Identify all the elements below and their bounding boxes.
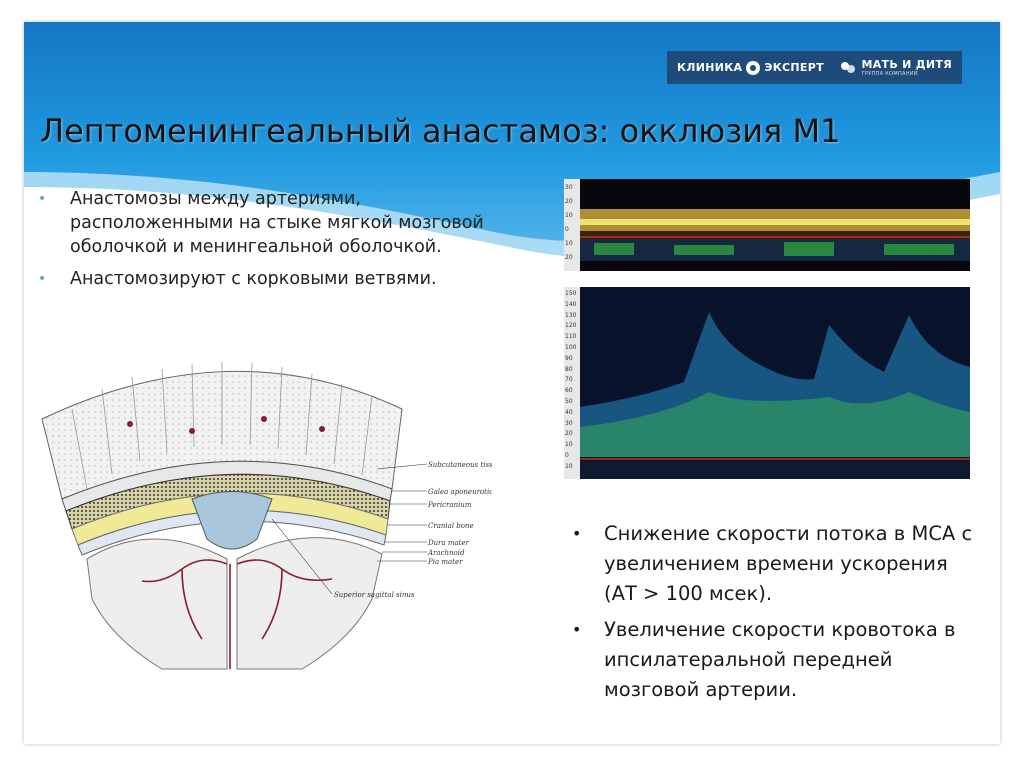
scale-label: 10: [565, 462, 573, 470]
heart-icon: [840, 61, 855, 73]
logo-mark-icon: [746, 60, 761, 75]
diagram-label: Pericranium: [427, 501, 472, 509]
list-item: • Анастомозируют с корковыми ветвями.: [38, 267, 528, 291]
diagram-label: Superior sagittal sinus: [334, 591, 415, 599]
slide: КЛИНИКА ЭКСПЕРТ МАТЬ И ДИТЯ ГРУППА КОМПА…: [24, 22, 1000, 744]
diagram-label: Galea aponeurotica: [428, 488, 492, 496]
bullet-text: Увеличение скорости кровотока в ипсилате…: [604, 618, 956, 701]
doppler-spectrum-bottom: 150 140 130 120 110 100 90 80 70 60 50 4…: [564, 287, 970, 479]
scale-label: 30: [565, 184, 573, 191]
scale-label: 50: [565, 397, 573, 405]
scale-label: 140: [565, 300, 577, 308]
logo-left-text-2: ЭКСПЕРТ: [764, 61, 824, 74]
bullet-icon: •: [38, 191, 47, 207]
list-item: • Снижение скорости потока в МСА с увели…: [564, 519, 984, 609]
scale-label: 20: [565, 254, 573, 261]
doppler-bottom-image: [564, 287, 970, 479]
scale-label: 0: [565, 226, 569, 233]
scale-label: 150: [565, 290, 577, 297]
scale-label: 0: [565, 451, 569, 459]
doppler-top-scale: 30 20 10 0 10 20: [565, 181, 573, 265]
scale-label: 30: [565, 419, 573, 427]
scale-label: 120: [565, 322, 577, 330]
logo-right-sub: ГРУППА КОМПАНИЙ: [861, 70, 918, 77]
scale-label: 20: [565, 198, 573, 205]
diagram-label: Cranial bone: [428, 522, 474, 530]
logo-klinika-expert: КЛИНИКА ЭКСПЕРТ: [677, 60, 824, 75]
scale-label: 110: [565, 333, 577, 341]
list-item: • Анастомозы между артериями, расположен…: [38, 187, 528, 259]
scale-label: 10: [565, 441, 573, 449]
meninges-anatomy-diagram: Subcutaneous tissue Galea aponeurotica P…: [41, 362, 492, 670]
logo-right-text: МАТЬ И ДИТЯ: [861, 57, 952, 71]
bullet-text: Анастомозы между артериями, расположенны…: [70, 189, 484, 257]
diagram-label: Dura mater: [427, 539, 470, 547]
scale-label: 70: [565, 376, 573, 384]
diagram-label: Arachnoid: [427, 549, 465, 557]
logo-left-text: КЛИНИКА: [677, 61, 743, 74]
doppler-bottom-scale: 150 140 130 120 110 100 90 80 70 60 50 4…: [565, 289, 576, 473]
diagram-label: Subcutaneous tissue: [428, 461, 492, 469]
scale-label: 80: [565, 365, 573, 373]
scale-label: 60: [565, 387, 573, 395]
bullet-icon: •: [572, 524, 582, 543]
doppler-top-image: [564, 179, 970, 271]
clinic-logo: КЛИНИКА ЭКСПЕРТ МАТЬ И ДИТЯ ГРУППА КОМПА…: [667, 51, 962, 84]
scale-label: 130: [565, 311, 577, 319]
logo-mat-i-ditya: МАТЬ И ДИТЯ ГРУППА КОМПАНИЙ: [840, 59, 953, 77]
left-bullet-list: • Анастомозы между артериями, расположен…: [38, 187, 528, 299]
scale-label: 20: [565, 430, 573, 438]
scale-label: 40: [565, 408, 573, 416]
page-title: Лептоменингеальный анастамоз: окклюзия М…: [40, 112, 841, 150]
bullet-icon: •: [572, 620, 582, 639]
bullet-text: Анастомозируют с корковыми ветвями.: [70, 269, 437, 289]
scale-label: 100: [565, 343, 577, 351]
scale-label: 90: [565, 354, 573, 362]
diagram-label: Pia mater: [427, 558, 463, 566]
list-item: • Увеличение скорости кровотока в ипсила…: [564, 615, 984, 705]
scale-label: 10: [565, 240, 573, 247]
right-bullet-list: • Снижение скорости потока в МСА с увели…: [564, 519, 984, 711]
scale-label: 10: [565, 212, 573, 219]
bullet-icon: •: [38, 271, 47, 287]
bullet-text: Снижение скорости потока в МСА с увеличе…: [604, 522, 973, 605]
doppler-spectrum-top: 30 20 10 0 10 20: [564, 179, 970, 271]
